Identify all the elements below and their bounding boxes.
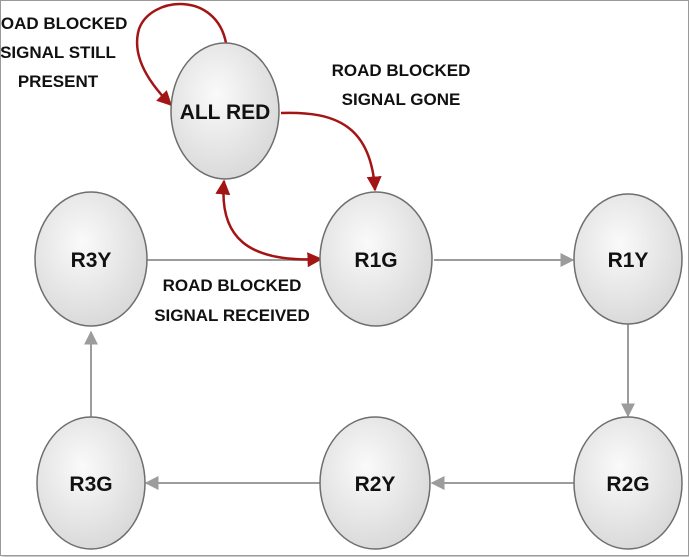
node-r1y: R1Y xyxy=(573,193,683,325)
edge-all-red-to-r1g xyxy=(280,111,382,192)
node-label-r2y: R2Y xyxy=(355,473,396,496)
node-label-r1g: R1G xyxy=(354,249,397,272)
label-self-loop-line-2: SIGNAL STILL xyxy=(1,43,116,62)
label-self-loop-line-3: PRESENT xyxy=(18,72,99,91)
node-label-r2g: R2G xyxy=(606,473,649,496)
label-received-line-1: ROAD BLOCKED xyxy=(163,276,302,295)
label-received-line-2: SIGNAL RECEIVED xyxy=(154,306,310,325)
label-signal-still-present: ROAD BLOCKED SIGNAL STILL PRESENT xyxy=(1,14,127,91)
node-label-r3g: R3G xyxy=(69,473,112,496)
label-gone-line-2: SIGNAL GONE xyxy=(342,90,461,109)
node-label-r3y: R3Y xyxy=(71,249,112,272)
node-r1g: R1G xyxy=(319,191,433,327)
node-r2y: R2Y xyxy=(319,416,431,550)
node-r3y: R3Y xyxy=(34,191,148,327)
node-all-red: ALL RED xyxy=(170,42,280,180)
edge-all-red-self-loop xyxy=(135,2,228,107)
node-r3g: R3G xyxy=(36,416,146,550)
node-label-all-red: ALL RED xyxy=(180,101,271,124)
edge-r1g-to-all-red xyxy=(215,179,323,268)
label-self-loop-line-1: ROAD BLOCKED xyxy=(1,14,127,33)
node-r2g: R2G xyxy=(573,416,683,550)
label-gone-line-1: ROAD BLOCKED xyxy=(332,61,471,80)
node-label-r1y: R1Y xyxy=(608,249,649,272)
label-signal-received: ROAD BLOCKED SIGNAL RECEIVED xyxy=(154,276,310,325)
label-signal-gone: ROAD BLOCKED SIGNAL GONE xyxy=(332,61,471,109)
